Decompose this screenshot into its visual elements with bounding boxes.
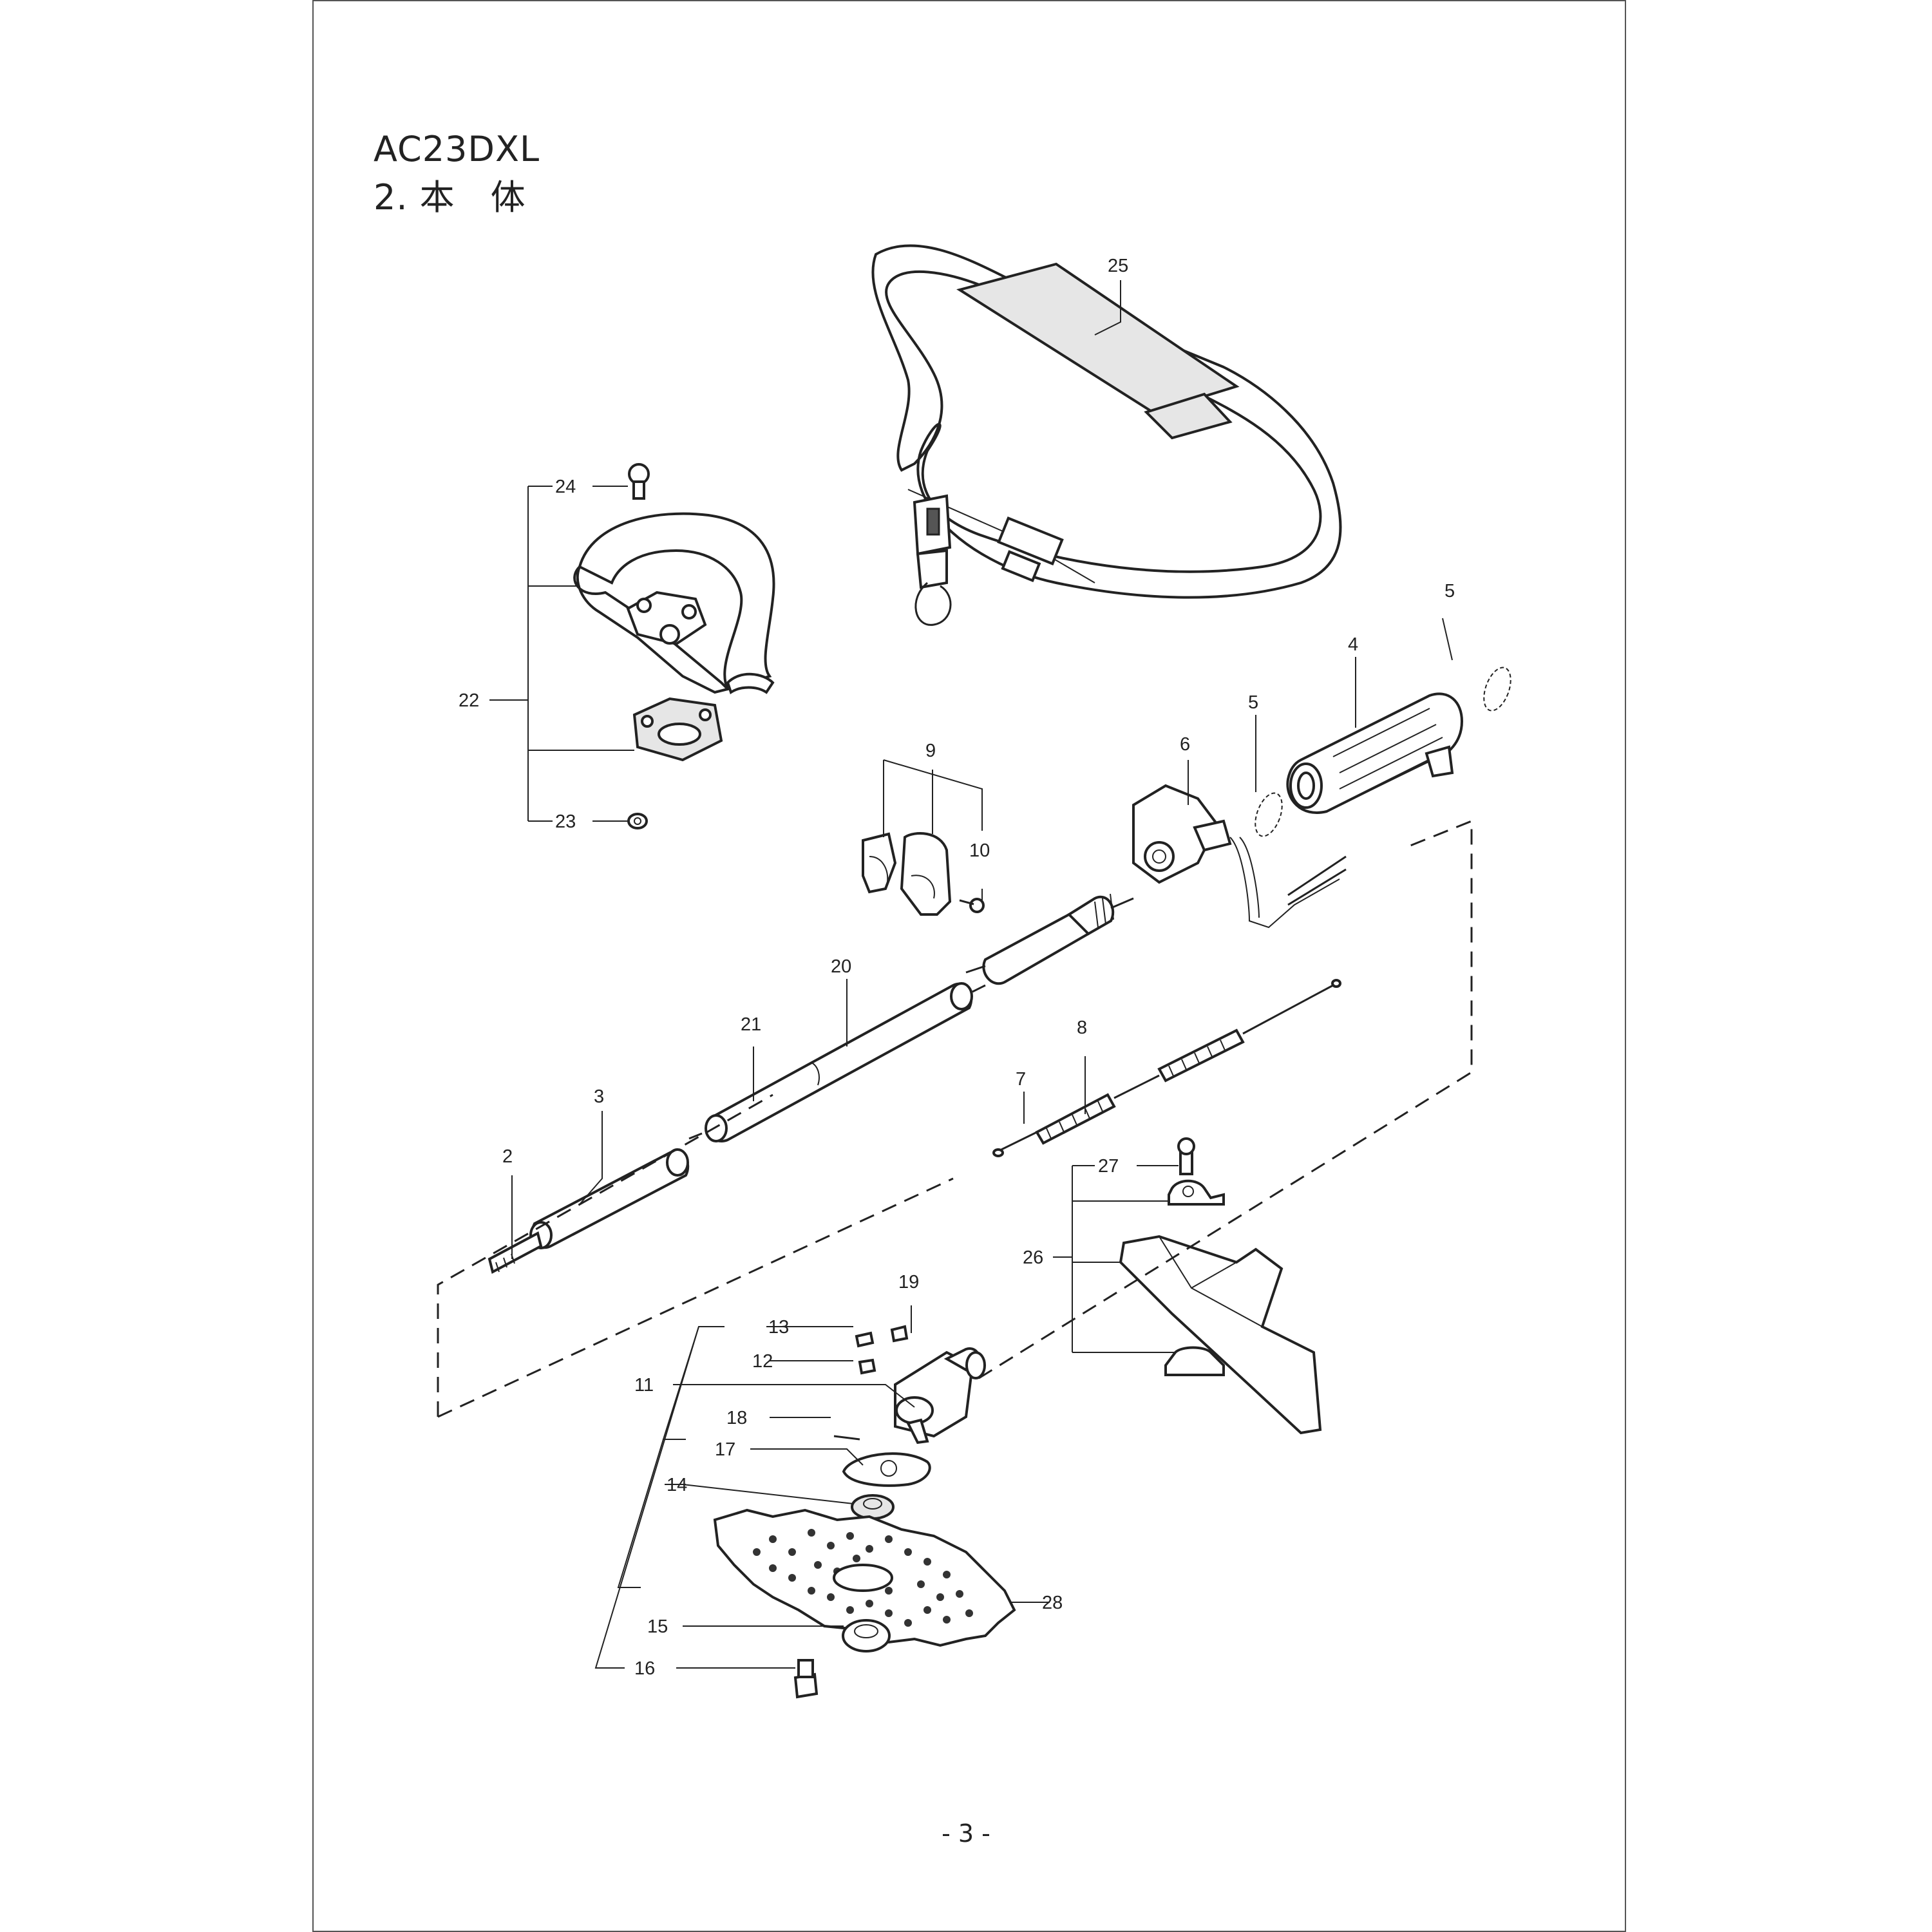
throttle-cable-icon (992, 979, 1341, 1157)
callout-22: 22 (459, 690, 479, 711)
callout-25: 25 (1108, 256, 1128, 276)
callout-13: 13 (768, 1317, 789, 1338)
callout-numbers: 2 3 20 21 7 8 9 10 6 5 4 5 25 24 22 23 2… (459, 256, 1455, 1679)
section-title: 2. 本 体 (374, 177, 526, 218)
blade-holder-set-icon (833, 1435, 931, 1520)
callout-5-left: 5 (1248, 692, 1258, 713)
clamp-parts-icon (862, 832, 985, 916)
callout-14: 14 (667, 1475, 687, 1495)
loop-handle-icon (573, 463, 775, 829)
callout-21: 21 (741, 1014, 761, 1035)
gear-case-icon (855, 1325, 986, 1444)
saw-blade-icon (713, 1508, 1016, 1699)
callout-12: 12 (752, 1351, 773, 1372)
callout-27: 27 (1098, 1156, 1119, 1177)
blade-guard-icon (1119, 1137, 1322, 1435)
assembly-line-left (437, 1094, 773, 1417)
throttle-grip-icon (1132, 667, 1511, 929)
callout-11: 11 (634, 1375, 654, 1396)
callout-23: 23 (555, 811, 576, 832)
assembly-line-bottom (437, 1177, 954, 1418)
callout-17: 17 (715, 1439, 735, 1460)
callout-20: 20 (831, 956, 851, 977)
callout-7: 7 (1016, 1069, 1026, 1090)
callout-3: 3 (594, 1086, 604, 1107)
callout-24: 24 (555, 477, 576, 497)
callout-6: 6 (1180, 734, 1190, 755)
callout-19: 19 (898, 1272, 919, 1293)
page-number: - 3 - (942, 1819, 990, 1848)
callout-10: 10 (969, 840, 990, 861)
model-title: AC23DXL (374, 129, 540, 169)
callout-9: 9 (925, 741, 936, 761)
callout-8: 8 (1077, 1018, 1087, 1038)
callout-4: 4 (1348, 634, 1358, 655)
callout-5-right: 5 (1444, 581, 1455, 601)
drive-shaft-assembly-icon (488, 893, 1134, 1274)
callout-18: 18 (726, 1408, 747, 1428)
callout-28: 28 (1042, 1593, 1063, 1613)
leader-lines (489, 280, 1453, 1669)
callout-26: 26 (1023, 1247, 1043, 1268)
assembly-line-right (978, 819, 1473, 1379)
callout-16: 16 (634, 1658, 655, 1679)
shoulder-harness-icon (871, 244, 1342, 626)
callout-2: 2 (502, 1146, 513, 1167)
callout-15: 15 (647, 1616, 668, 1637)
